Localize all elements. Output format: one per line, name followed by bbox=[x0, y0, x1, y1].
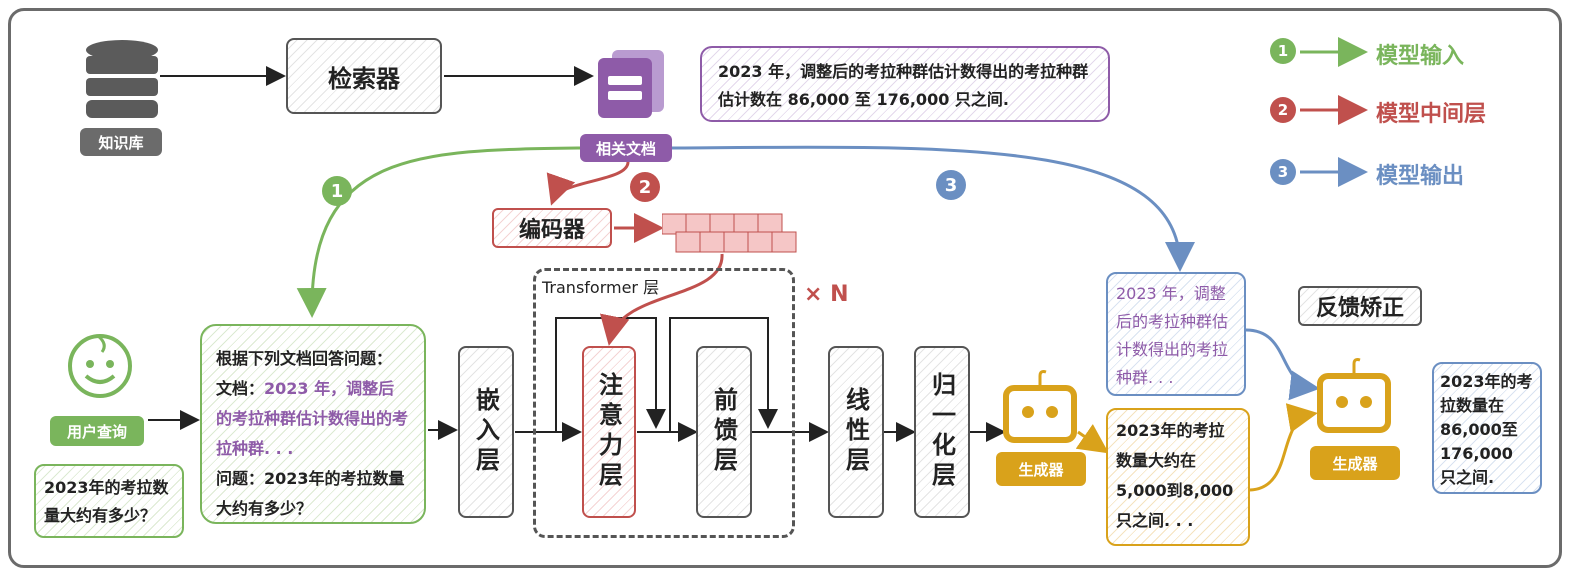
transformer-label: Transformer 层 bbox=[542, 278, 660, 297]
prompt-q-label: 问题： bbox=[216, 469, 265, 488]
legend-num-2: 2 bbox=[1270, 97, 1296, 123]
edge-gen-orange bbox=[1075, 424, 1109, 454]
blue-output-bubble: 2023 年，调整后的考拉种群估计数得出的考拉种群. . . bbox=[1106, 272, 1246, 396]
edge-orange-feedback bbox=[1249, 403, 1318, 492]
generator-label-2: 生成器 bbox=[1310, 446, 1400, 480]
token-embedding-grid bbox=[662, 213, 797, 253]
feedforward-layer: 前馈层 bbox=[696, 346, 752, 518]
attention-layer: 注意力层 bbox=[582, 346, 636, 518]
prompt-q-text: 2023年的考拉数量大约有多少？ bbox=[216, 469, 405, 518]
robot-icon bbox=[1317, 358, 1391, 433]
legend-num-1: 1 bbox=[1270, 38, 1296, 64]
document-icon bbox=[598, 50, 664, 118]
legend-label-2: 模型中间层 bbox=[1376, 102, 1487, 127]
linear-layer: 线性层 bbox=[828, 346, 884, 518]
feedback-label: 反馈矫正 bbox=[1298, 286, 1422, 326]
related-docs-label: 相关文档 bbox=[580, 134, 672, 162]
encoder-box: 编码器 bbox=[492, 208, 612, 248]
marker-1: 1 bbox=[322, 176, 352, 206]
transformer-group bbox=[533, 268, 795, 538]
edge-output-path bbox=[671, 145, 1195, 272]
question-bubble: 2023年的考拉数量大约有多少？ bbox=[34, 464, 184, 538]
edge-input-path bbox=[296, 146, 583, 318]
knowledge-base-label: 知识库 bbox=[80, 128, 162, 156]
robot-icon bbox=[1003, 370, 1077, 443]
user-query-label: 用户查询 bbox=[50, 416, 144, 446]
retrieved-doc-bubble: 2023 年，调整后的考拉种群估计数得出的考拉种群估计数在 86,000 至 1… bbox=[700, 46, 1110, 122]
baby-face-icon bbox=[68, 334, 132, 398]
orange-output-bubble: 2023年的考拉数量大约在5,000到8,000只之间. . . bbox=[1106, 408, 1250, 546]
embedding-layer: 嵌入层 bbox=[458, 346, 514, 518]
repeat-label: × N bbox=[804, 282, 849, 307]
generator-label-1: 生成器 bbox=[996, 452, 1086, 486]
database-icon bbox=[86, 40, 158, 118]
edge-doc-encoder bbox=[546, 161, 630, 206]
edge-residual-2 bbox=[669, 317, 778, 432]
marker-2: 2 bbox=[630, 172, 660, 202]
final-output-bubble: 2023年的考拉数量在86,000至176,000 只之间. bbox=[1432, 362, 1542, 494]
retriever-box: 检索器 bbox=[286, 38, 442, 114]
prompt-line1: 根据下列文档回答问题： bbox=[216, 349, 393, 368]
prompt-doc-text: 2023 年，调整后的考拉种群估计数得出的考拉种群. . . bbox=[216, 379, 409, 458]
legend-label-3: 模型输出 bbox=[1376, 164, 1465, 189]
normalize-layer: 归一化层 bbox=[914, 346, 970, 518]
prompt-doc-label: 文档： bbox=[216, 379, 265, 398]
diagram-frame bbox=[8, 8, 1562, 568]
legend-label-1: 模型输入 bbox=[1376, 44, 1465, 69]
edge-blue-feedback bbox=[1245, 328, 1320, 401]
prompt-box: 根据下列文档回答问题： 文档：2023 年，调整后的考拉种群估计数得出的考拉种群… bbox=[200, 324, 426, 524]
marker-3: 3 bbox=[936, 170, 966, 200]
legend-num-3: 3 bbox=[1270, 159, 1296, 185]
